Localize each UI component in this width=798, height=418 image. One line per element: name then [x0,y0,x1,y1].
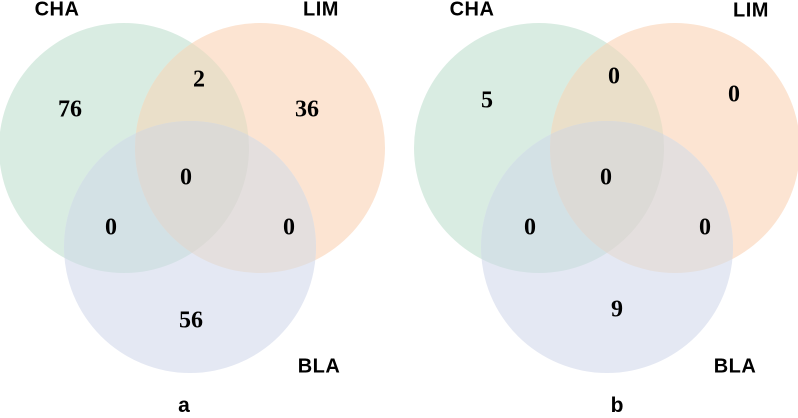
count-cha-lim: 2 [193,66,205,93]
count-cha-only: 76 [58,96,82,123]
count-lim-only: 0 [728,81,740,108]
count-lim-bla: 0 [699,214,711,241]
count-all: 0 [180,164,192,191]
count-lim-bla: 0 [283,214,295,241]
count-cha-bla: 0 [524,214,536,241]
venn-svg-b [414,23,798,373]
count-bla-only: 56 [179,307,203,334]
set-label-cha: CHA [34,0,80,21]
count-bla-only: 9 [611,296,623,323]
venn-panel-b: CHA LIM BLA b 5 0 0 0 0 0 9 [399,0,798,418]
count-cha-only: 5 [481,87,493,114]
set-label-cha: CHA [449,0,495,21]
count-lim-only: 36 [295,96,319,123]
set-label-lim: LIM [303,0,339,21]
panel-caption-a: a [178,394,190,417]
set-label-bla: BLA [297,355,341,378]
count-cha-bla: 0 [105,214,117,241]
set-label-bla: BLA [713,355,757,378]
region-center [550,121,664,273]
panel-caption-b: b [610,394,624,417]
set-label-lim: LIM [733,0,769,22]
region-center [135,121,249,273]
venn-panel-a: CHA LIM BLA a 76 2 36 0 0 0 56 [0,0,385,417]
venn-svg-a [0,23,385,373]
count-cha-lim: 0 [608,63,620,90]
count-all: 0 [600,164,612,191]
